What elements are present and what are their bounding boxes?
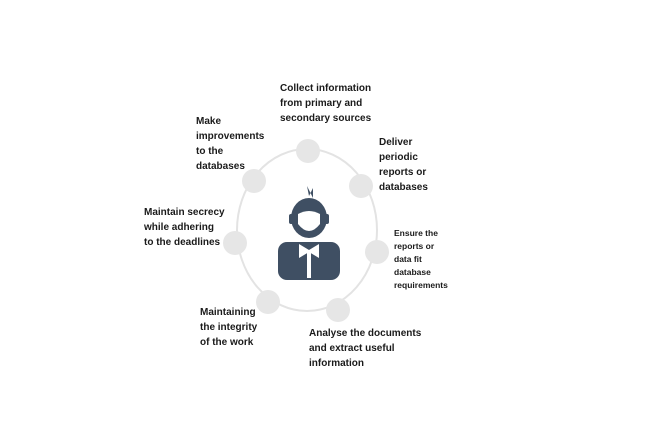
node-collect-information bbox=[296, 139, 320, 163]
node-deliver-reports bbox=[349, 174, 373, 198]
label-collect-information: Collect information from primary and sec… bbox=[280, 83, 372, 124]
node-maintain-integrity bbox=[256, 290, 280, 314]
label-ensure-requirements: Ensure the reports or data fit database … bbox=[394, 228, 448, 290]
label-analyse-documents: Analyse the documents and extract useful… bbox=[309, 328, 422, 369]
node-analyse-documents bbox=[326, 298, 350, 322]
label-deliver-reports: Deliver periodic reports or databases bbox=[379, 137, 428, 193]
label-maintain-secrecy: Maintain secrecy while adhering to the d… bbox=[144, 207, 225, 248]
user-icon bbox=[278, 186, 340, 280]
node-maintain-secrecy bbox=[223, 231, 247, 255]
label-maintain-integrity: Maintaining the integrity of the work bbox=[200, 307, 258, 348]
node-make-improvements bbox=[242, 169, 266, 193]
label-make-improvements: Make improvements to the databases bbox=[196, 116, 265, 172]
node-ensure-requirements bbox=[365, 240, 389, 264]
